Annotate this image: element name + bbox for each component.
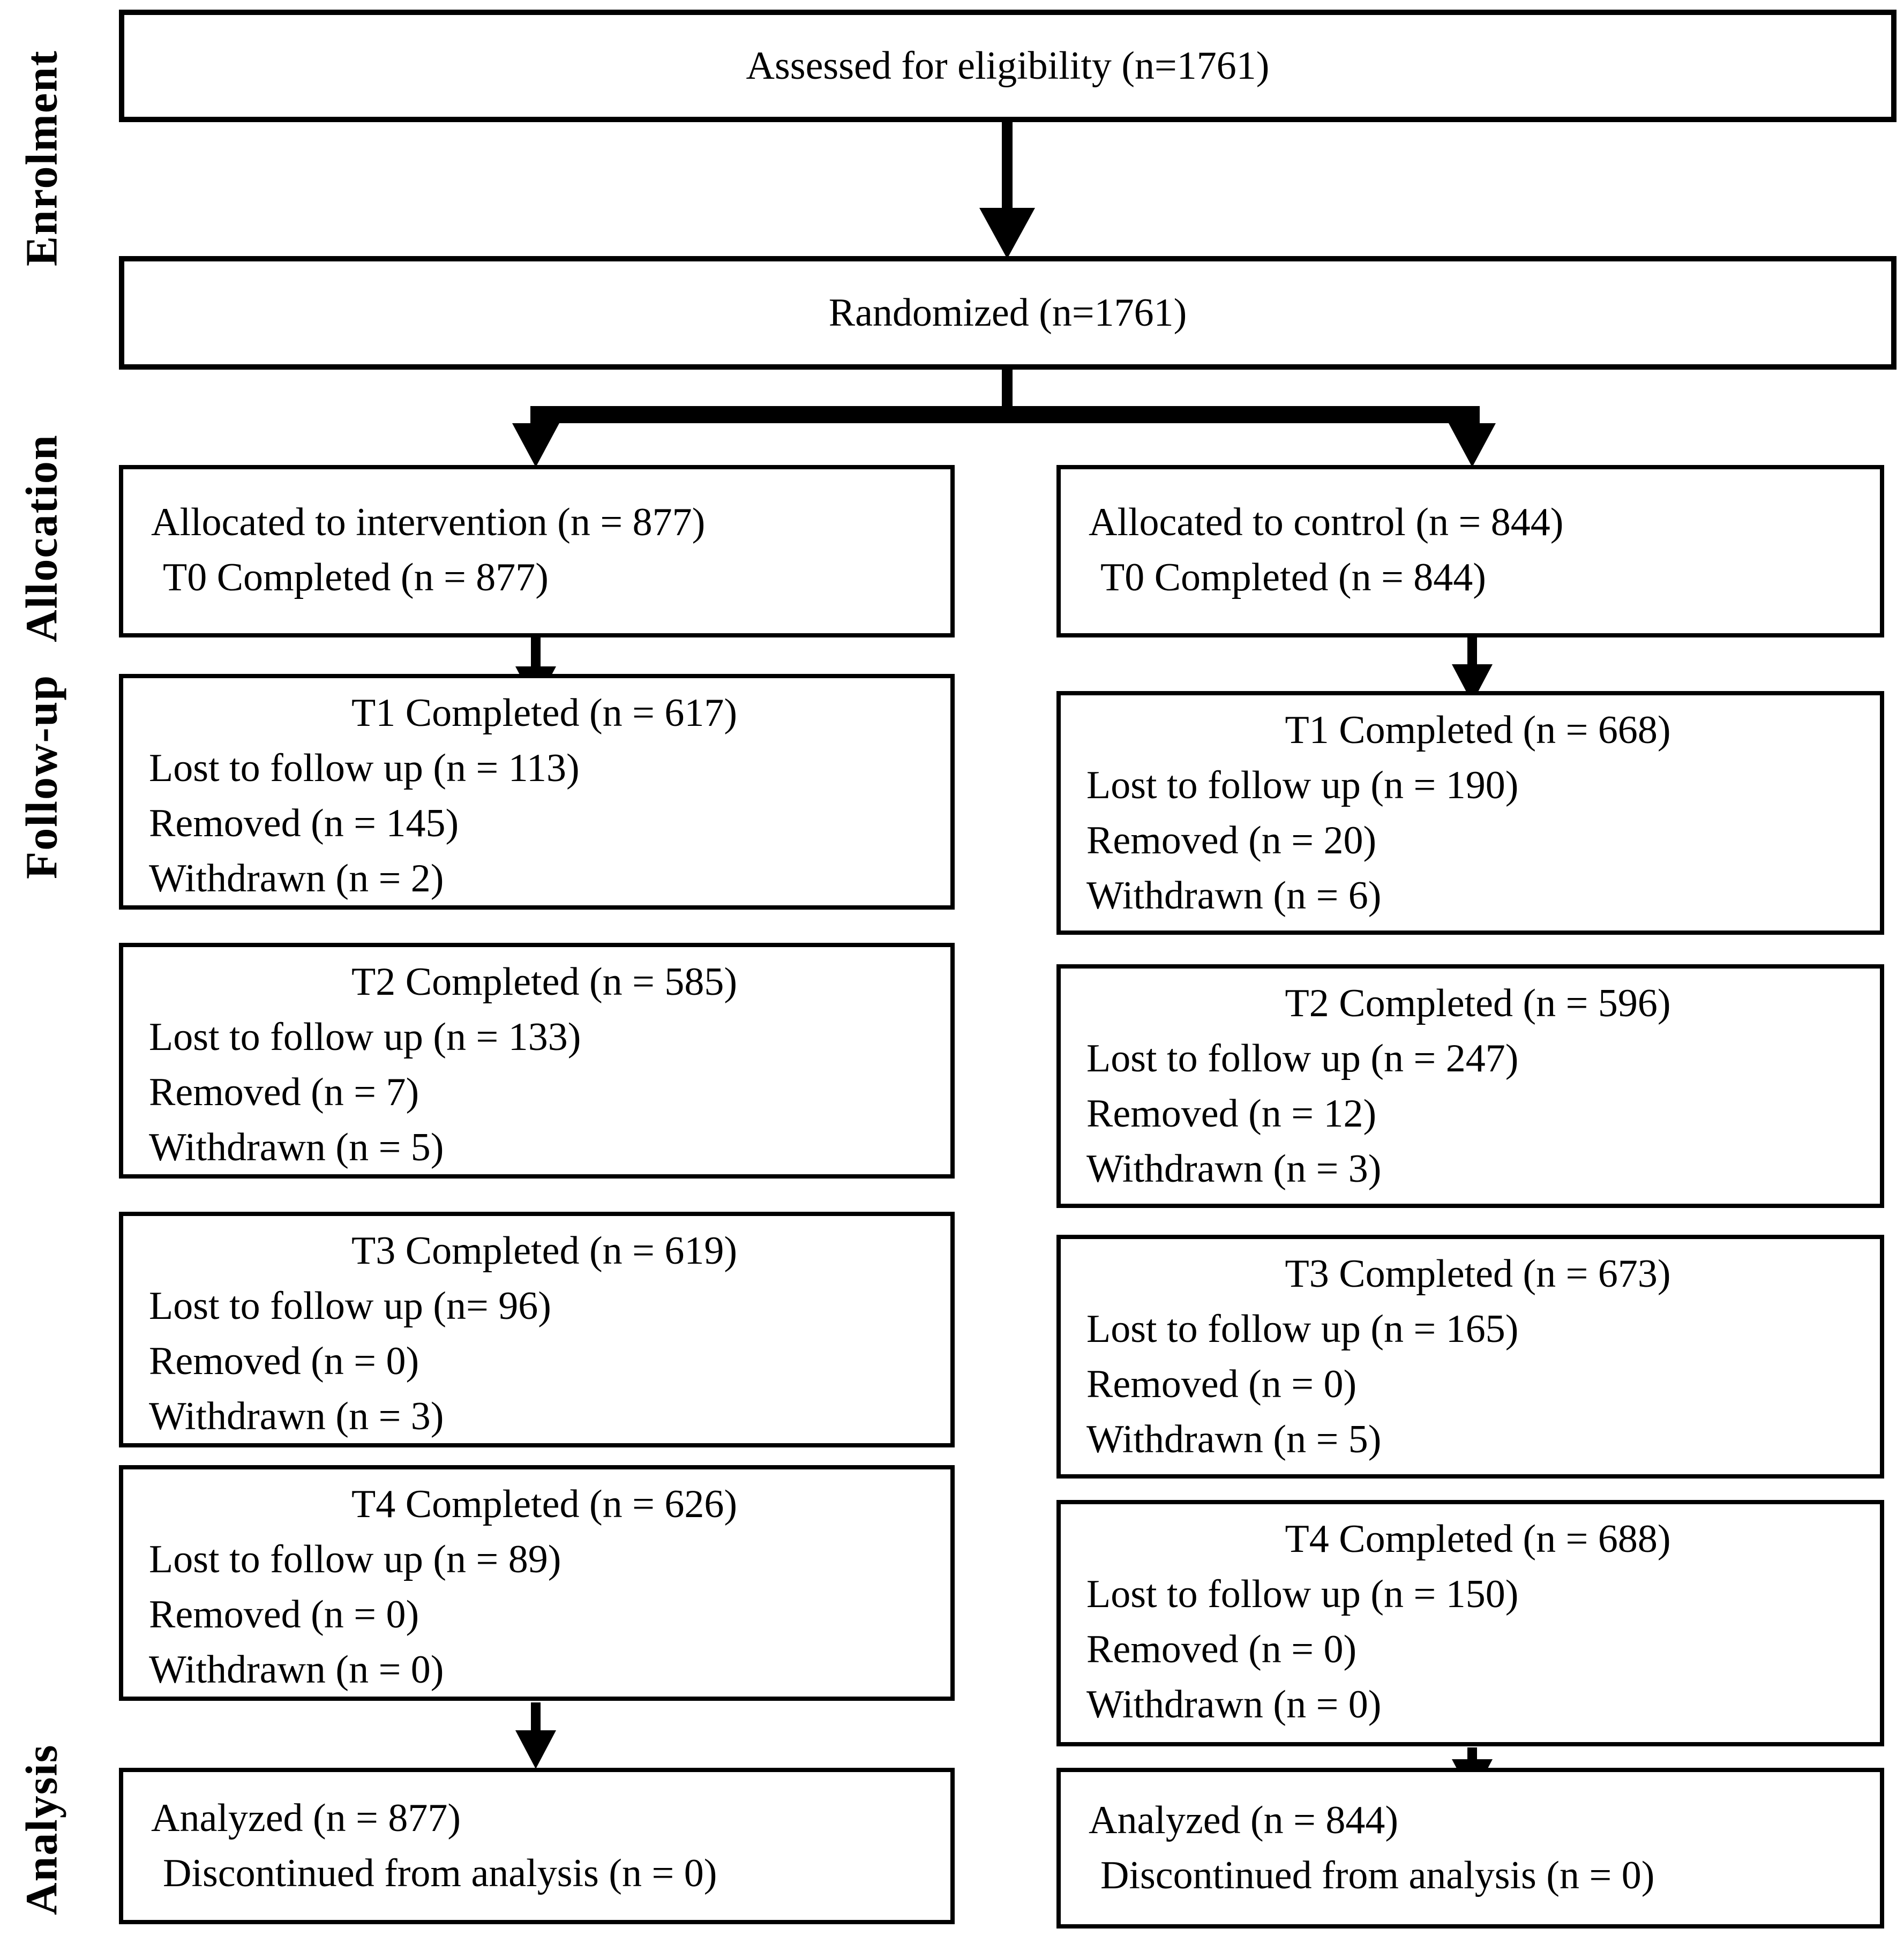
control-t1-withdrawn: Withdrawn (n = 6) — [1086, 874, 1382, 918]
intervention-t1-lost: Lost to follow up (n = 113) — [149, 746, 580, 790]
intervention-t1-removed: Removed (n = 145) — [149, 801, 459, 845]
allocated-intervention-box: Allocated to intervention (n = 877) T0 C… — [119, 465, 955, 637]
stage-label-analysis: Analysis — [17, 1744, 67, 1915]
intervention-t4-removed: Removed (n = 0) — [149, 1593, 419, 1637]
control-t1-box: T1 Completed (n = 668) Lost to follow up… — [1056, 691, 1884, 935]
stage-label-enrolment: Enrolment — [17, 50, 67, 266]
control-t3-withdrawn: Withdrawn (n = 5) — [1086, 1417, 1382, 1461]
stage-label-allocation: Allocation — [17, 434, 67, 643]
control-t3-lost: Lost to follow up (n = 165) — [1086, 1307, 1519, 1351]
arrow-assessed-to-randomized-head — [979, 208, 1035, 259]
intervention-t2-title: T2 Completed (n = 585) — [351, 960, 737, 1004]
split-connector-bar — [530, 406, 1480, 423]
arrow-assessed-to-randomized-stem — [1002, 122, 1013, 213]
allocated-control-title: Allocated to control (n = 844) — [1089, 500, 1564, 544]
control-t4-title: T4 Completed (n = 688) — [1285, 1517, 1671, 1561]
control-t4-removed: Removed (n = 0) — [1086, 1627, 1357, 1671]
control-t4-lost: Lost to follow up (n = 150) — [1086, 1572, 1519, 1616]
assessed-eligibility-box: Assessed for eligibility (n=1761) — [119, 10, 1896, 122]
control-t2-withdrawn: Withdrawn (n = 3) — [1086, 1147, 1382, 1191]
control-t4-box: T4 Completed (n = 688) Lost to follow up… — [1056, 1500, 1884, 1746]
control-t1-title: T1 Completed (n = 668) — [1285, 708, 1671, 752]
arrow-to-control-head — [1449, 423, 1496, 467]
split-connector-stem — [1002, 370, 1013, 410]
intervention-t4-title: T4 Completed (n = 626) — [351, 1482, 737, 1526]
discontinued-control-text: Discontinued from analysis (n = 0) — [1100, 1854, 1655, 1897]
intervention-t4-withdrawn: Withdrawn (n = 0) — [149, 1648, 444, 1692]
control-t1-removed: Removed (n = 20) — [1086, 819, 1377, 862]
intervention-t3-withdrawn: Withdrawn (n = 3) — [149, 1394, 444, 1438]
analyzed-intervention-text: Analyzed (n = 877) — [151, 1796, 461, 1840]
control-t2-box: T2 Completed (n = 596) Lost to follow up… — [1056, 964, 1884, 1208]
control-t2-title: T2 Completed (n = 596) — [1285, 981, 1671, 1025]
intervention-t2-removed: Removed (n = 7) — [149, 1070, 419, 1114]
intervention-t2-box: T2 Completed (n = 585) Lost to follow up… — [119, 943, 955, 1179]
intervention-t3-title: T3 Completed (n = 619) — [351, 1229, 737, 1273]
control-t4-withdrawn: Withdrawn (n = 0) — [1086, 1683, 1382, 1727]
control-t2-lost: Lost to follow up (n = 247) — [1086, 1037, 1519, 1080]
assessed-eligibility-text: Assessed for eligibility (n=1761) — [746, 43, 1270, 88]
analyzed-control-text: Analyzed (n = 844) — [1089, 1798, 1399, 1842]
arrow-intervention-analysis-stem — [531, 1702, 541, 1735]
allocated-control-t0: T0 Completed (n = 844) — [1100, 556, 1486, 599]
arrow-intervention-analysis-head — [515, 1730, 556, 1769]
analyzed-control-box: Analyzed (n = 844) Discontinued from ana… — [1056, 1768, 1884, 1929]
randomized-box: Randomized (n=1761) — [119, 256, 1896, 370]
arrow-intervention-t1-stem — [531, 637, 541, 671]
intervention-t1-box: T1 Completed (n = 617) Lost to follow up… — [119, 674, 955, 910]
arrow-control-t1-stem — [1467, 637, 1477, 669]
intervention-t4-box: T4 Completed (n = 626) Lost to follow up… — [119, 1465, 955, 1701]
discontinued-intervention-text: Discontinued from analysis (n = 0) — [163, 1851, 717, 1895]
analyzed-intervention-box: Analyzed (n = 877) Discontinued from ana… — [119, 1768, 955, 1924]
intervention-t2-lost: Lost to follow up (n = 133) — [149, 1015, 581, 1059]
control-t3-title: T3 Completed (n = 673) — [1285, 1252, 1671, 1296]
intervention-t1-withdrawn: Withdrawn (n = 2) — [149, 857, 444, 901]
allocated-intervention-t0: T0 Completed (n = 877) — [163, 556, 549, 599]
intervention-t1-title: T1 Completed (n = 617) — [351, 691, 737, 735]
allocated-control-box: Allocated to control (n = 844) T0 Comple… — [1056, 465, 1884, 637]
stage-label-follow-up: Follow-up — [17, 674, 67, 880]
control-t2-removed: Removed (n = 12) — [1086, 1092, 1377, 1136]
intervention-t3-lost: Lost to follow up (n= 96) — [149, 1284, 551, 1328]
intervention-t3-removed: Removed (n = 0) — [149, 1339, 419, 1383]
control-t1-lost: Lost to follow up (n = 190) — [1086, 763, 1519, 807]
control-t3-box: T3 Completed (n = 673) Lost to follow up… — [1056, 1235, 1884, 1479]
intervention-t3-box: T3 Completed (n = 619) Lost to follow up… — [119, 1212, 955, 1447]
allocated-intervention-title: Allocated to intervention (n = 877) — [151, 500, 706, 544]
control-t3-removed: Removed (n = 0) — [1086, 1362, 1357, 1406]
intervention-t2-withdrawn: Withdrawn (n = 5) — [149, 1125, 444, 1169]
randomized-text: Randomized (n=1761) — [828, 290, 1187, 335]
arrow-to-intervention-head — [512, 423, 559, 467]
intervention-t4-lost: Lost to follow up (n = 89) — [149, 1537, 561, 1581]
